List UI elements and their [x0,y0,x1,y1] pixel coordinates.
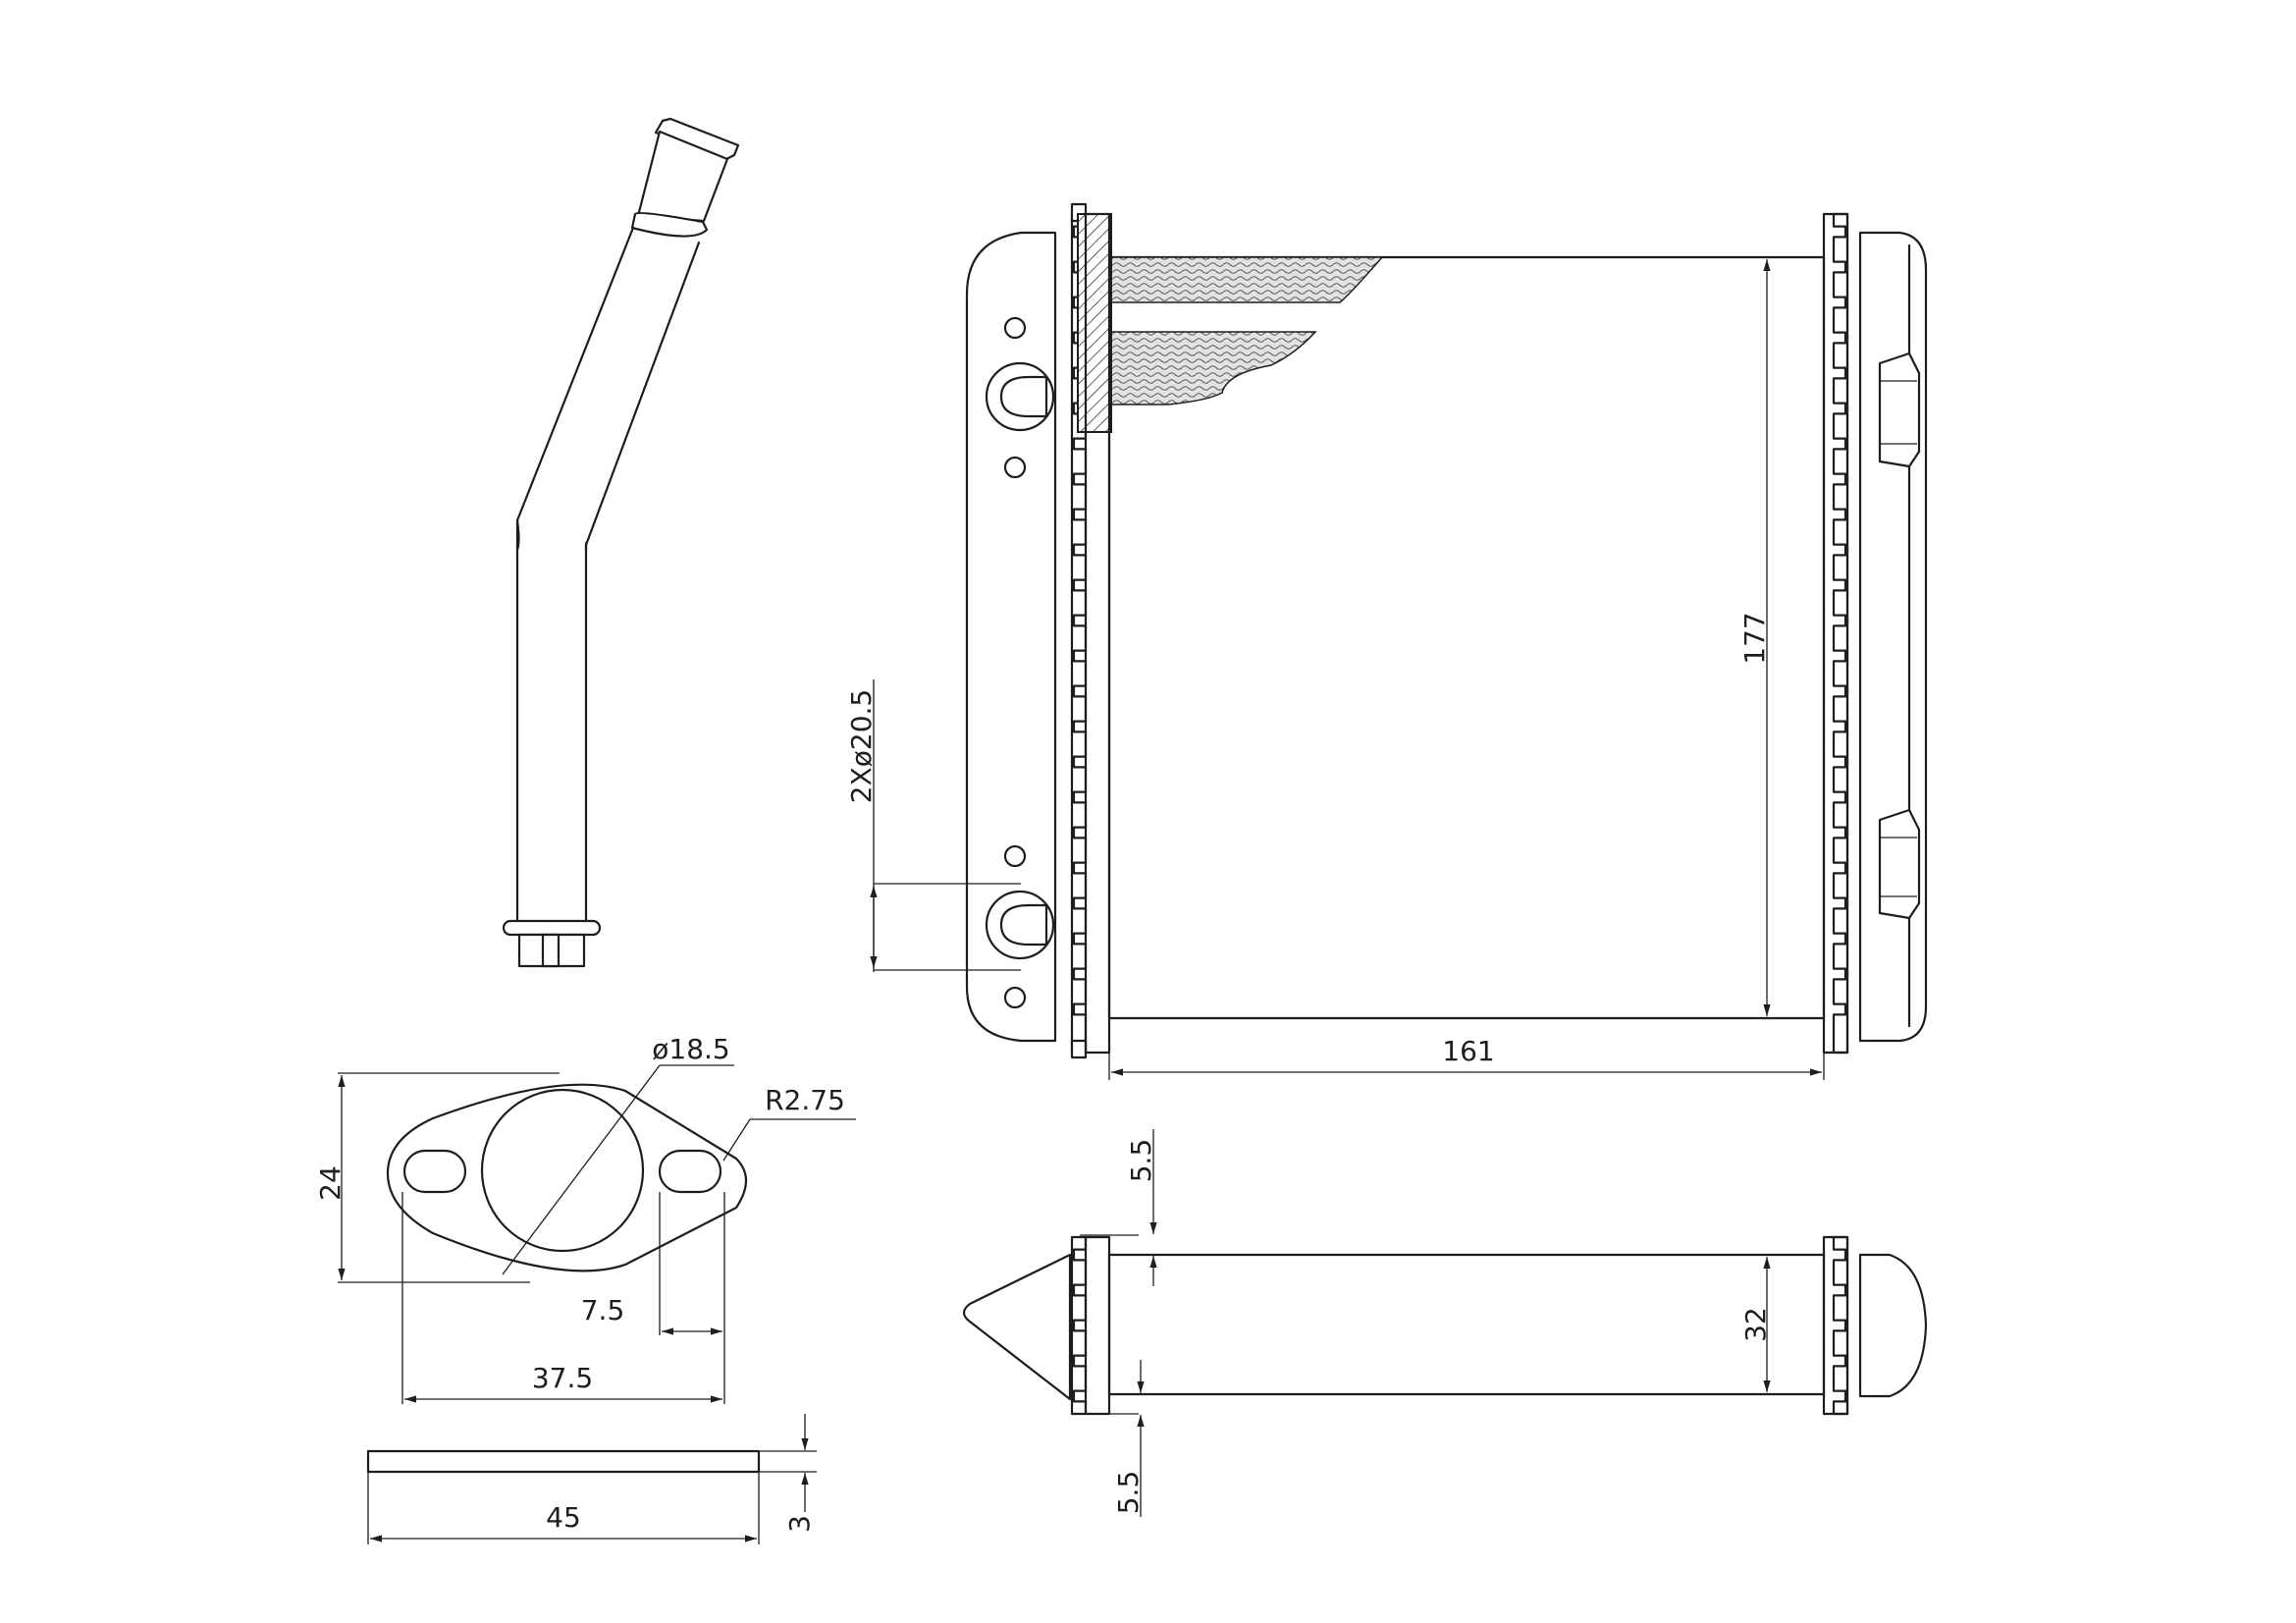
flange-length-label: 45 [546,1501,581,1534]
inlet-pipe [502,117,740,968]
slot-radius-label: R2.75 [765,1084,845,1116]
core-width-label: 161 [1442,1035,1494,1067]
flange-plate [386,1064,748,1275]
left-header-flange [1084,212,1111,1055]
core-height-label: 177 [1738,612,1771,664]
pipe-diameter-label: 2Xø20.5 [845,689,878,803]
left-side-header-flange [1084,1235,1111,1416]
right-side-header-flange [1822,1235,1849,1416]
flange-dimensions: 24 ø18.5 R2.75 7.5 37.5 [314,1033,856,1404]
flange-hole-diameter-label: ø18.5 [652,1033,729,1065]
tank-top-offset-label: 5.5 [1125,1139,1157,1183]
flange-height-label: 24 [314,1165,347,1201]
heater-core-front [965,202,1928,1059]
slot-pitch-label: 37.5 [532,1362,593,1394]
slot-offset-label: 7.5 [581,1294,625,1326]
tank-bottom-offset-label: 5.5 [1112,1471,1145,1515]
flange-thickness-label: 3 [783,1515,816,1533]
core-depth-label: 32 [1739,1307,1772,1342]
flange-side-view: 45 3 [366,1414,817,1544]
core-dimensions: 177 161 2Xø20.5 [845,256,1825,1080]
right-header-flange [1822,212,1849,1055]
side-dimensions: 32 5.5 5.5 [1080,1129,1824,1517]
